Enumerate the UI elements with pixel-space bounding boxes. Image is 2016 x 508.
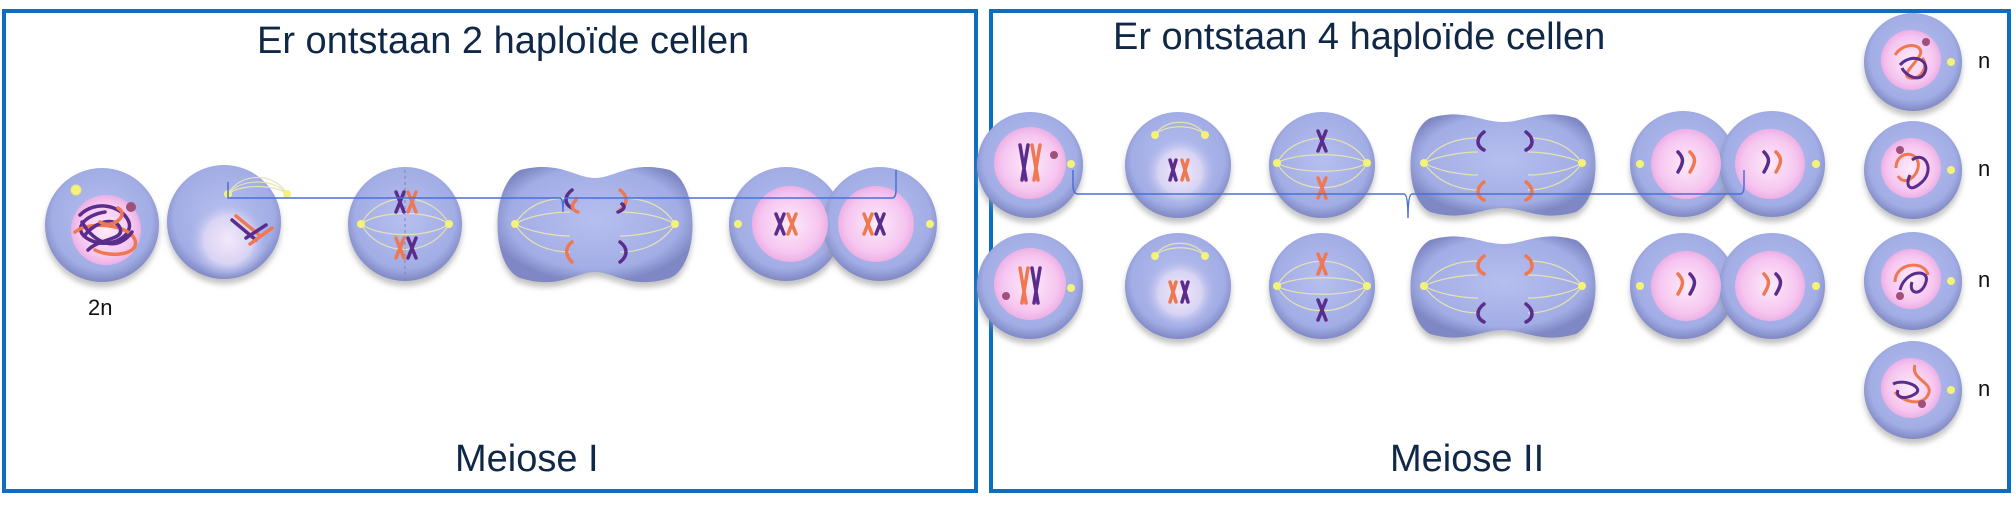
ploidy-label-n-4: n — [1978, 376, 1991, 401]
cell-prophase-2b-row1 — [1125, 112, 1231, 218]
cell-metaphase-2-row2 — [1269, 233, 1375, 339]
ploidy-label-n-1: n — [1978, 48, 1991, 73]
cell-anaphase-1 — [497, 166, 693, 283]
haploid-cell-3 — [1864, 232, 1962, 330]
cell-prophase-2b-row2 — [1125, 233, 1231, 339]
cell-metaphase-1 — [348, 167, 462, 281]
cell-anaphase-2-row1 — [1410, 114, 1596, 216]
cell-prophase-2a-row2 — [977, 233, 1083, 339]
haploid-cell-2 — [1864, 121, 1962, 219]
ploidy-label-n-3: n — [1978, 267, 1991, 292]
cell-metaphase-2-row1 — [1269, 112, 1375, 218]
haploid-cell-1 — [1864, 13, 1962, 111]
cell-prophase-1 — [167, 165, 291, 280]
ploidy-label-2n: 2n — [88, 295, 113, 320]
meiosis-1-label: Meiose I — [455, 438, 599, 480]
meiosis-1-bracket — [227, 170, 897, 213]
haploid-cell-4 — [1864, 341, 1962, 439]
meiosis-1-panel — [2, 9, 978, 493]
cell-telophase-2-row2 — [1630, 233, 1825, 339]
cell-telophase-1 — [729, 167, 937, 281]
meiosis-1-title: Er ontstaan 2 haploïde cellen — [257, 20, 750, 62]
meiosis-2-bracket — [1072, 170, 1745, 219]
cell-interphase-2n — [45, 168, 159, 282]
cell-anaphase-2-row2 — [1410, 236, 1596, 338]
cell-prophase-2a-row1 — [977, 112, 1083, 218]
meiosis-2-title: Er ontstaan 4 haploïde cellen — [1113, 16, 1606, 58]
meiosis-2-label: Meiose II — [1390, 438, 1545, 480]
cell-telophase-2-row1 — [1630, 111, 1825, 217]
ploidy-label-n-2: n — [1978, 156, 1991, 181]
